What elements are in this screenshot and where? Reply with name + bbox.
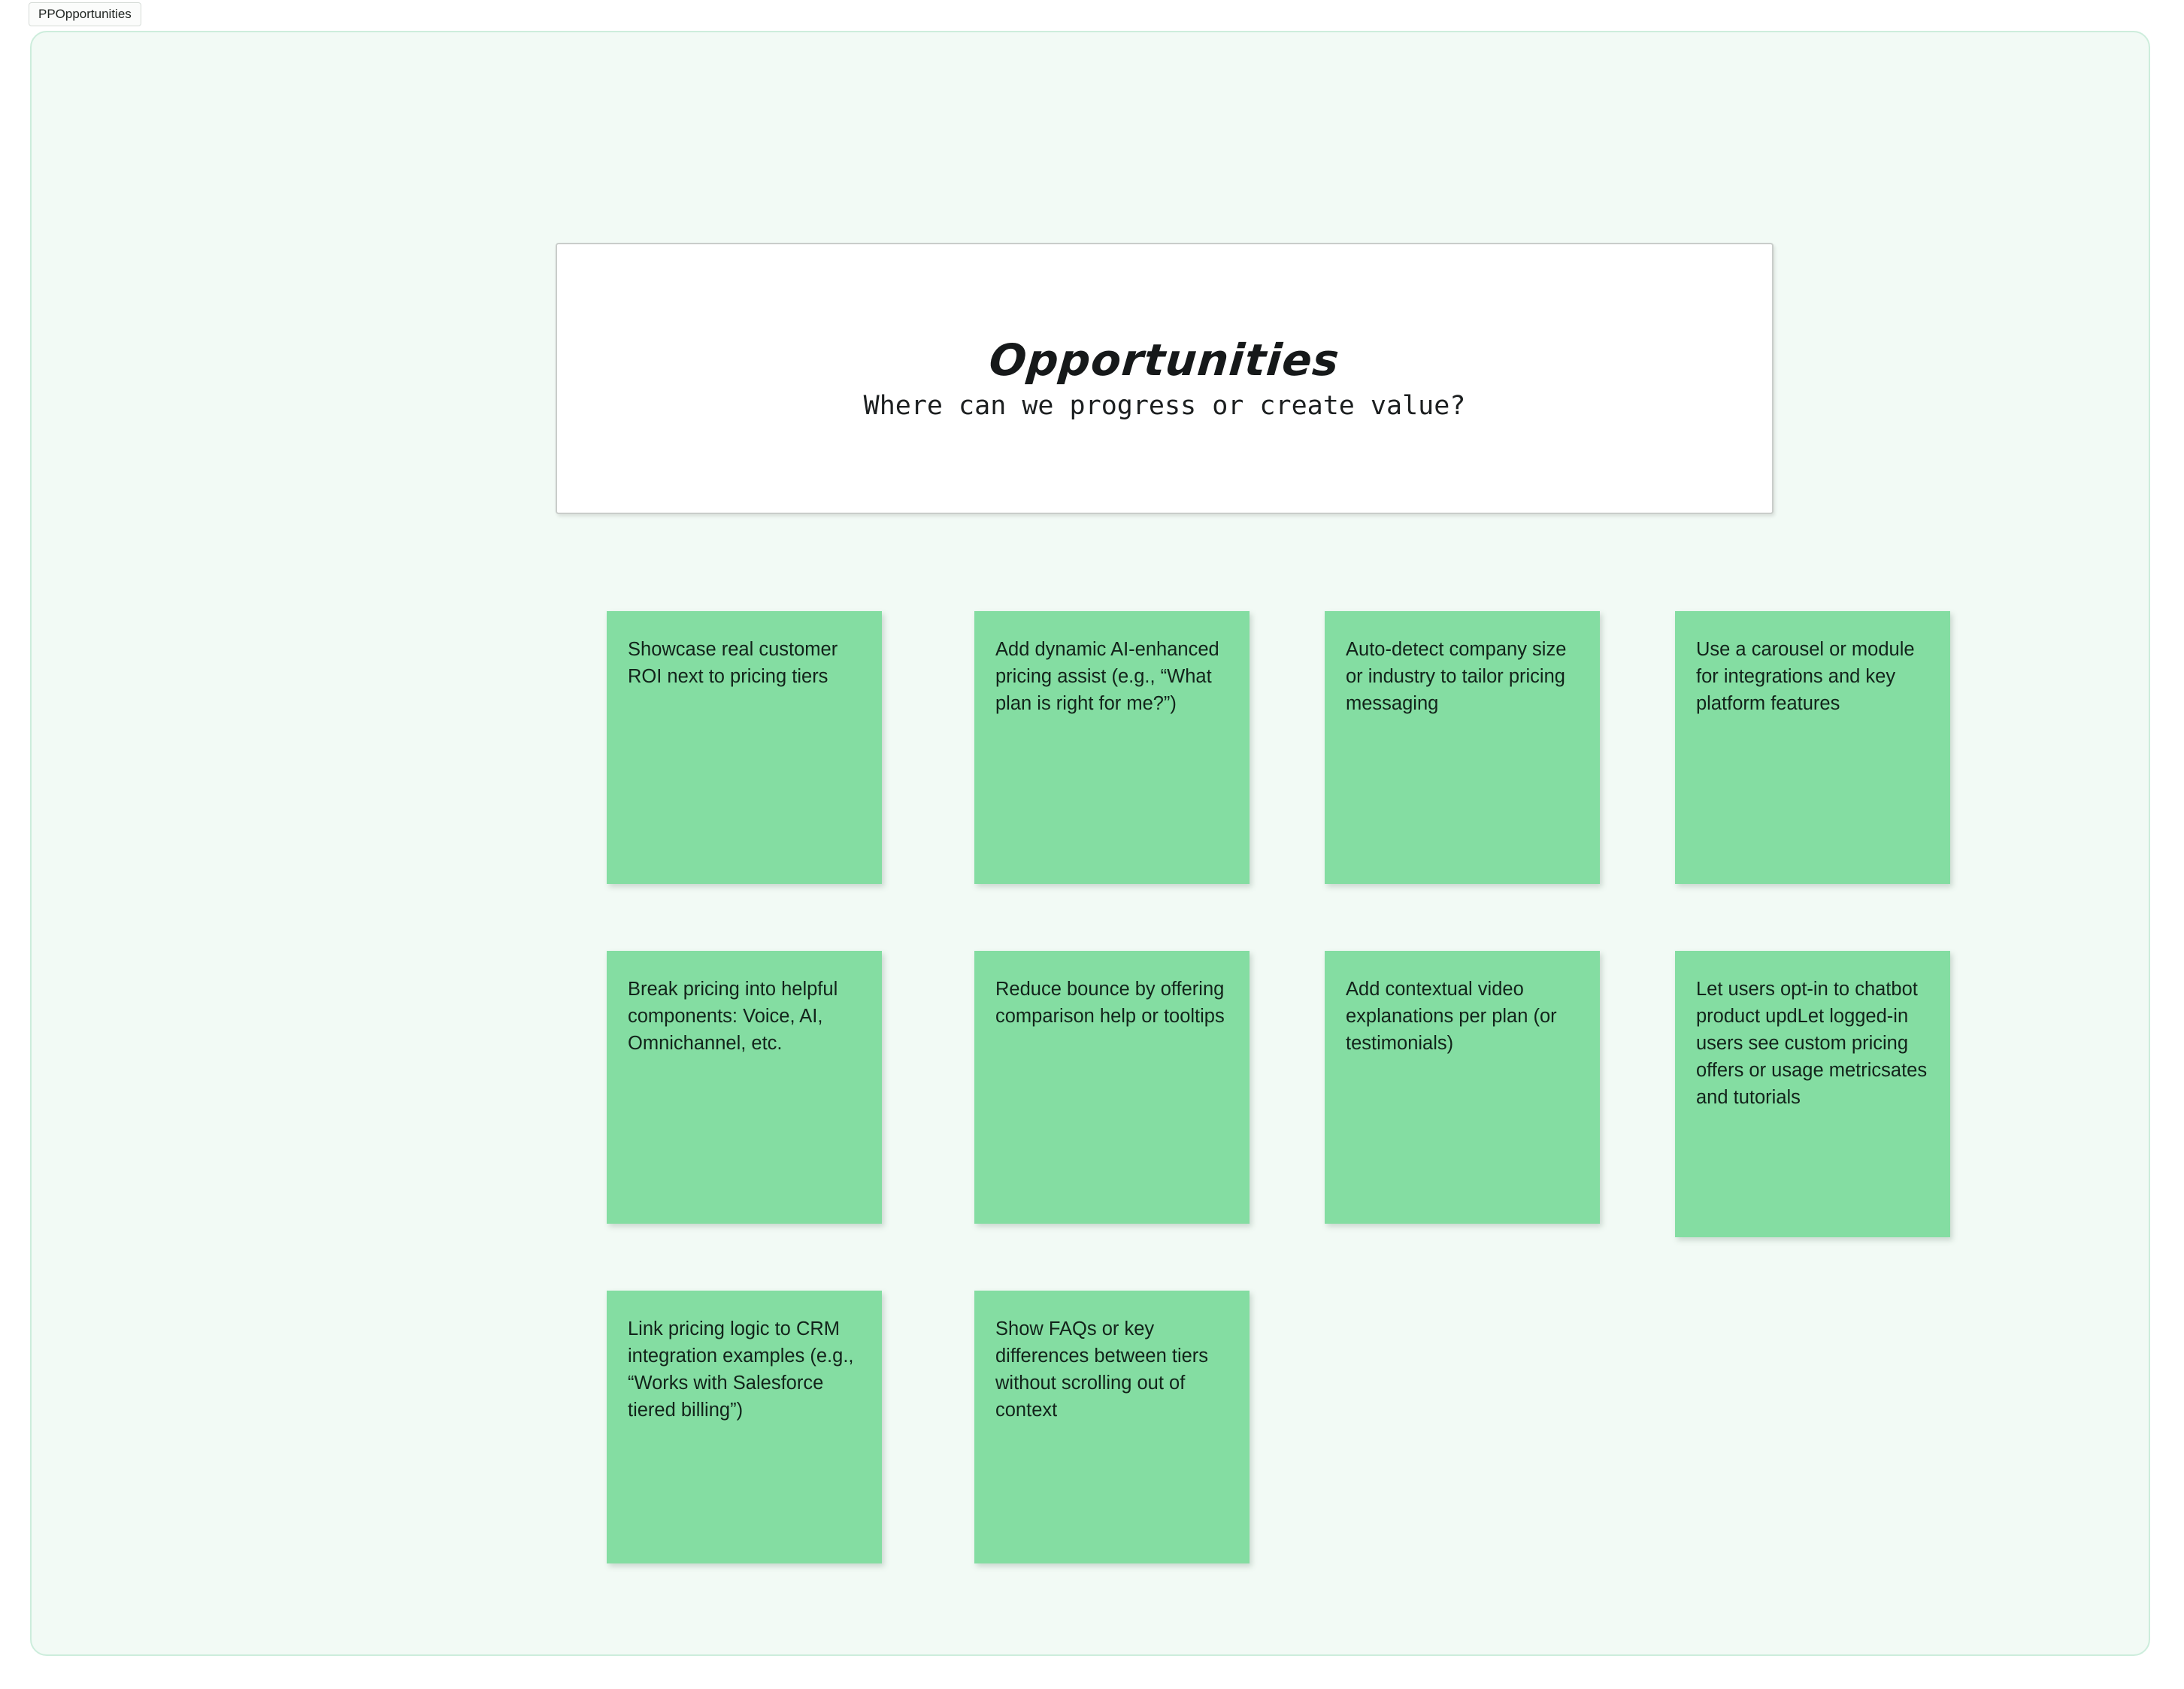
board-canvas[interactable]: Opportunities Where can we progress or c… — [30, 31, 2150, 1656]
sticky-note-text: Show FAQs or key differences between tie… — [995, 1318, 1209, 1421]
sticky-note-text: Add dynamic AI-enhanced pricing assist (… — [995, 639, 1219, 714]
sticky-note-text: Reduce bounce by offering comparison hel… — [995, 979, 1225, 1027]
sticky-note-text: Auto-detect company size or industry to … — [1346, 639, 1567, 714]
page-subtitle: Where can we progress or create value? — [863, 390, 1466, 421]
sticky-note-text: Showcase real customer ROI next to prici… — [628, 639, 838, 687]
sticky-note[interactable]: Showcase real customer ROI next to prici… — [607, 611, 882, 884]
sticky-note-text: Add contextual video explanations per pl… — [1346, 979, 1557, 1054]
sticky-note[interactable]: Use a carousel or module for integration… — [1675, 611, 1950, 884]
title-card[interactable]: Opportunities Where can we progress or c… — [556, 243, 1774, 514]
sticky-note[interactable]: Add contextual video explanations per pl… — [1325, 951, 1600, 1224]
sticky-note-text: Let users opt-in to chatbot product updL… — [1696, 979, 1928, 1108]
sticky-note-text: Break pricing into helpful components: V… — [628, 979, 838, 1054]
sticky-note[interactable]: Show FAQs or key differences between tie… — [974, 1291, 1250, 1563]
sticky-note[interactable]: Break pricing into helpful components: V… — [607, 951, 882, 1224]
sticky-note[interactable]: Add dynamic AI-enhanced pricing assist (… — [974, 611, 1250, 884]
sticky-note[interactable]: Link pricing logic to CRM integration ex… — [607, 1291, 882, 1563]
sticky-notes-grid: Showcase real customer ROI next to prici… — [32, 32, 2149, 1654]
tab-ppopportunities[interactable]: PPOpportunities — [29, 2, 141, 26]
sticky-note[interactable]: Auto-detect company size or industry to … — [1325, 611, 1600, 884]
sticky-note-text: Use a carousel or module for integration… — [1696, 639, 1915, 714]
sticky-note-text: Link pricing logic to CRM integration ex… — [628, 1318, 854, 1421]
sticky-note[interactable]: Reduce bounce by offering comparison hel… — [974, 951, 1250, 1224]
sticky-note[interactable]: Let users opt-in to chatbot product updL… — [1675, 951, 1950, 1237]
tab-strip: PPOpportunities — [0, 0, 2184, 29]
